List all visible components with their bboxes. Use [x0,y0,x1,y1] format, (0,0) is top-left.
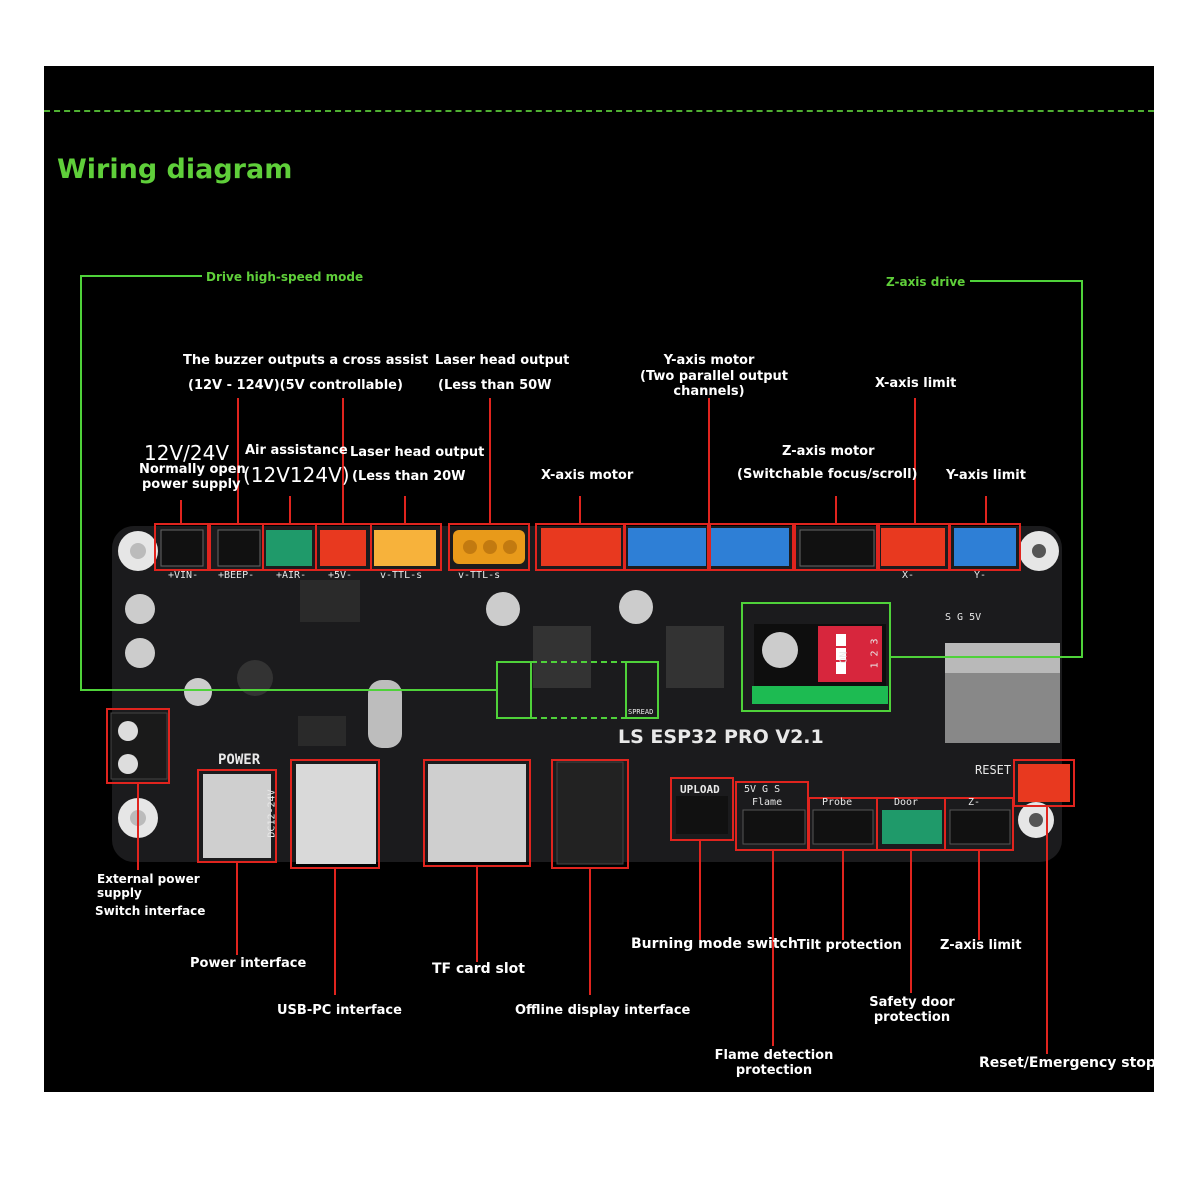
board-name: LS ESP32 PRO V2.1 [618,726,824,748]
flame-label-line2: protection [735,1063,813,1078]
laser20-label-line1: Laser head output [350,445,485,460]
silk-dc: DC12-24V [266,789,278,838]
silk-air: +AIR- [276,570,307,581]
vin-label-line2: Normally open [139,462,246,477]
silk-beep: +BEEP- [218,570,255,581]
silk-ttl1: v-TTL-s [380,570,423,581]
ext-power-label-line3: Switch interface [95,904,206,918]
usb-pc-label: USB-PC interface [277,1003,402,1018]
silk-upload: UPLOAD [680,783,720,796]
silk-y: Y- [974,570,987,581]
silk-probe: Probe [822,797,853,808]
x-motor-label: X-axis motor [541,468,634,483]
green-callouts [80,275,1083,719]
silk-dip-nums: 1 2 3 [869,638,881,669]
z-axis-drive-label: Z-axis drive [886,275,966,289]
silk-zminus: Z- [968,797,981,808]
diagram-title: Wiring diagram [57,154,293,185]
silk-5v: +5V- [328,570,353,581]
laser50-label-line1: Laser head output [435,353,570,368]
air-label-line1: Air assistance [245,443,348,458]
tilt-protection-label: Tilt protection [797,938,902,953]
mounting-holes [118,531,1059,838]
silk-flame: Flame [752,797,783,808]
silk-sg5v: S G 5V [945,612,982,623]
silk-sgs: 5V G S [744,784,781,795]
silk-x: X- [902,570,915,581]
silk-door: Door [894,797,919,808]
vin-label-line1: 12V/24V [144,441,229,465]
top-connectors [160,528,1016,567]
drive-high-speed-label: Drive high-speed mode [206,270,364,284]
y-motor-label-line2: (Two parallel output [640,369,788,384]
power-interface-label: Power interface [190,956,307,971]
offline-display-label: Offline display interface [515,1003,691,1018]
flame-label-line1: Flame detection [714,1048,834,1063]
z-motor-label-line1: Z-axis motor [782,444,875,459]
silk-power: POWER [218,752,261,768]
board-components [110,580,1070,865]
y-limit-label: Y-axis limit [946,468,1026,483]
tf-slot-label: TF card slot [432,961,525,977]
silk-ttl2: v-TTL-s [458,570,501,581]
y-motor-label-line1: Y-axis motor [663,353,755,368]
safety-door-label-line2: protection [873,1010,951,1025]
z-motor-label-line2: (Switchable focus/scroll) [737,467,918,482]
silk-reset: RESET [975,763,1012,777]
silk-vin: +VIN- [168,570,199,581]
reset-stop-label: Reset/Emergency stop [979,1055,1156,1071]
silk-spread: SPREAD [628,708,654,716]
burning-mode-label: Burning mode switch [631,936,798,952]
vin-label-line3: power supply [142,477,241,492]
dashed-divider [44,110,1154,112]
z-limit-label: Z-axis limit [940,938,1022,953]
buzzer-label-line2: (12V - 124V)(5V controllable) [188,378,403,393]
callout-leader-lines [137,398,1048,1054]
ext-power-label-line1: External power [97,872,200,886]
x-limit-label: X-axis limit [875,376,957,391]
air-label-line2: (12V124V) [243,463,350,487]
laser20-label-line2: (Less than 20W [352,469,466,484]
silk-on: ON [838,651,850,664]
laser50-label-line2: (Less than 50W [438,378,552,393]
safety-door-label-line1: Safety door [869,995,955,1010]
buzzer-label-line1: The buzzer outputs a cross assist [183,353,429,368]
y-motor-label-line3: channels) [673,384,745,399]
ext-power-label-line2: supply [97,886,142,900]
